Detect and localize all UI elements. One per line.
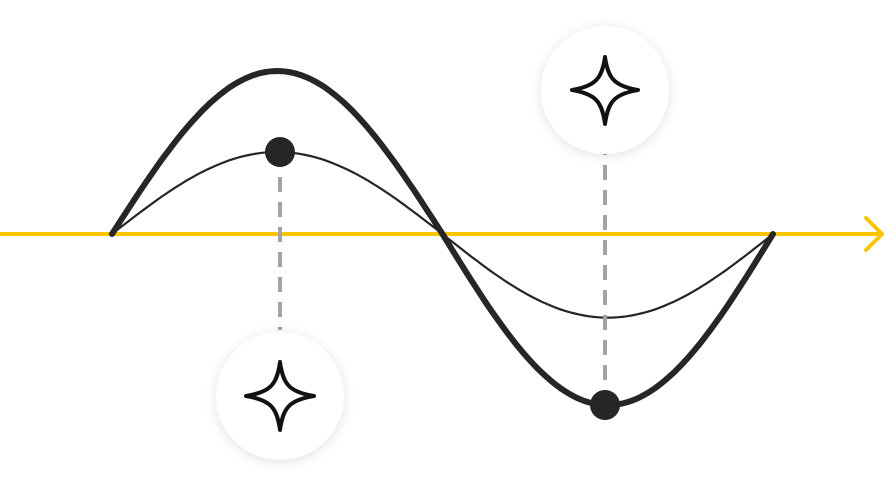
trough-marker-dot [590,390,620,420]
lower-sparkle-badge [216,332,344,460]
upper-sparkle-badge [541,26,669,154]
peak-marker-dot [265,137,295,167]
small-amplitude-wave [110,150,775,319]
sparkle-icon [244,360,316,432]
large-amplitude-wave [109,68,776,409]
sparkle-icon [570,55,640,126]
axis-arrow-icon [864,216,884,252]
